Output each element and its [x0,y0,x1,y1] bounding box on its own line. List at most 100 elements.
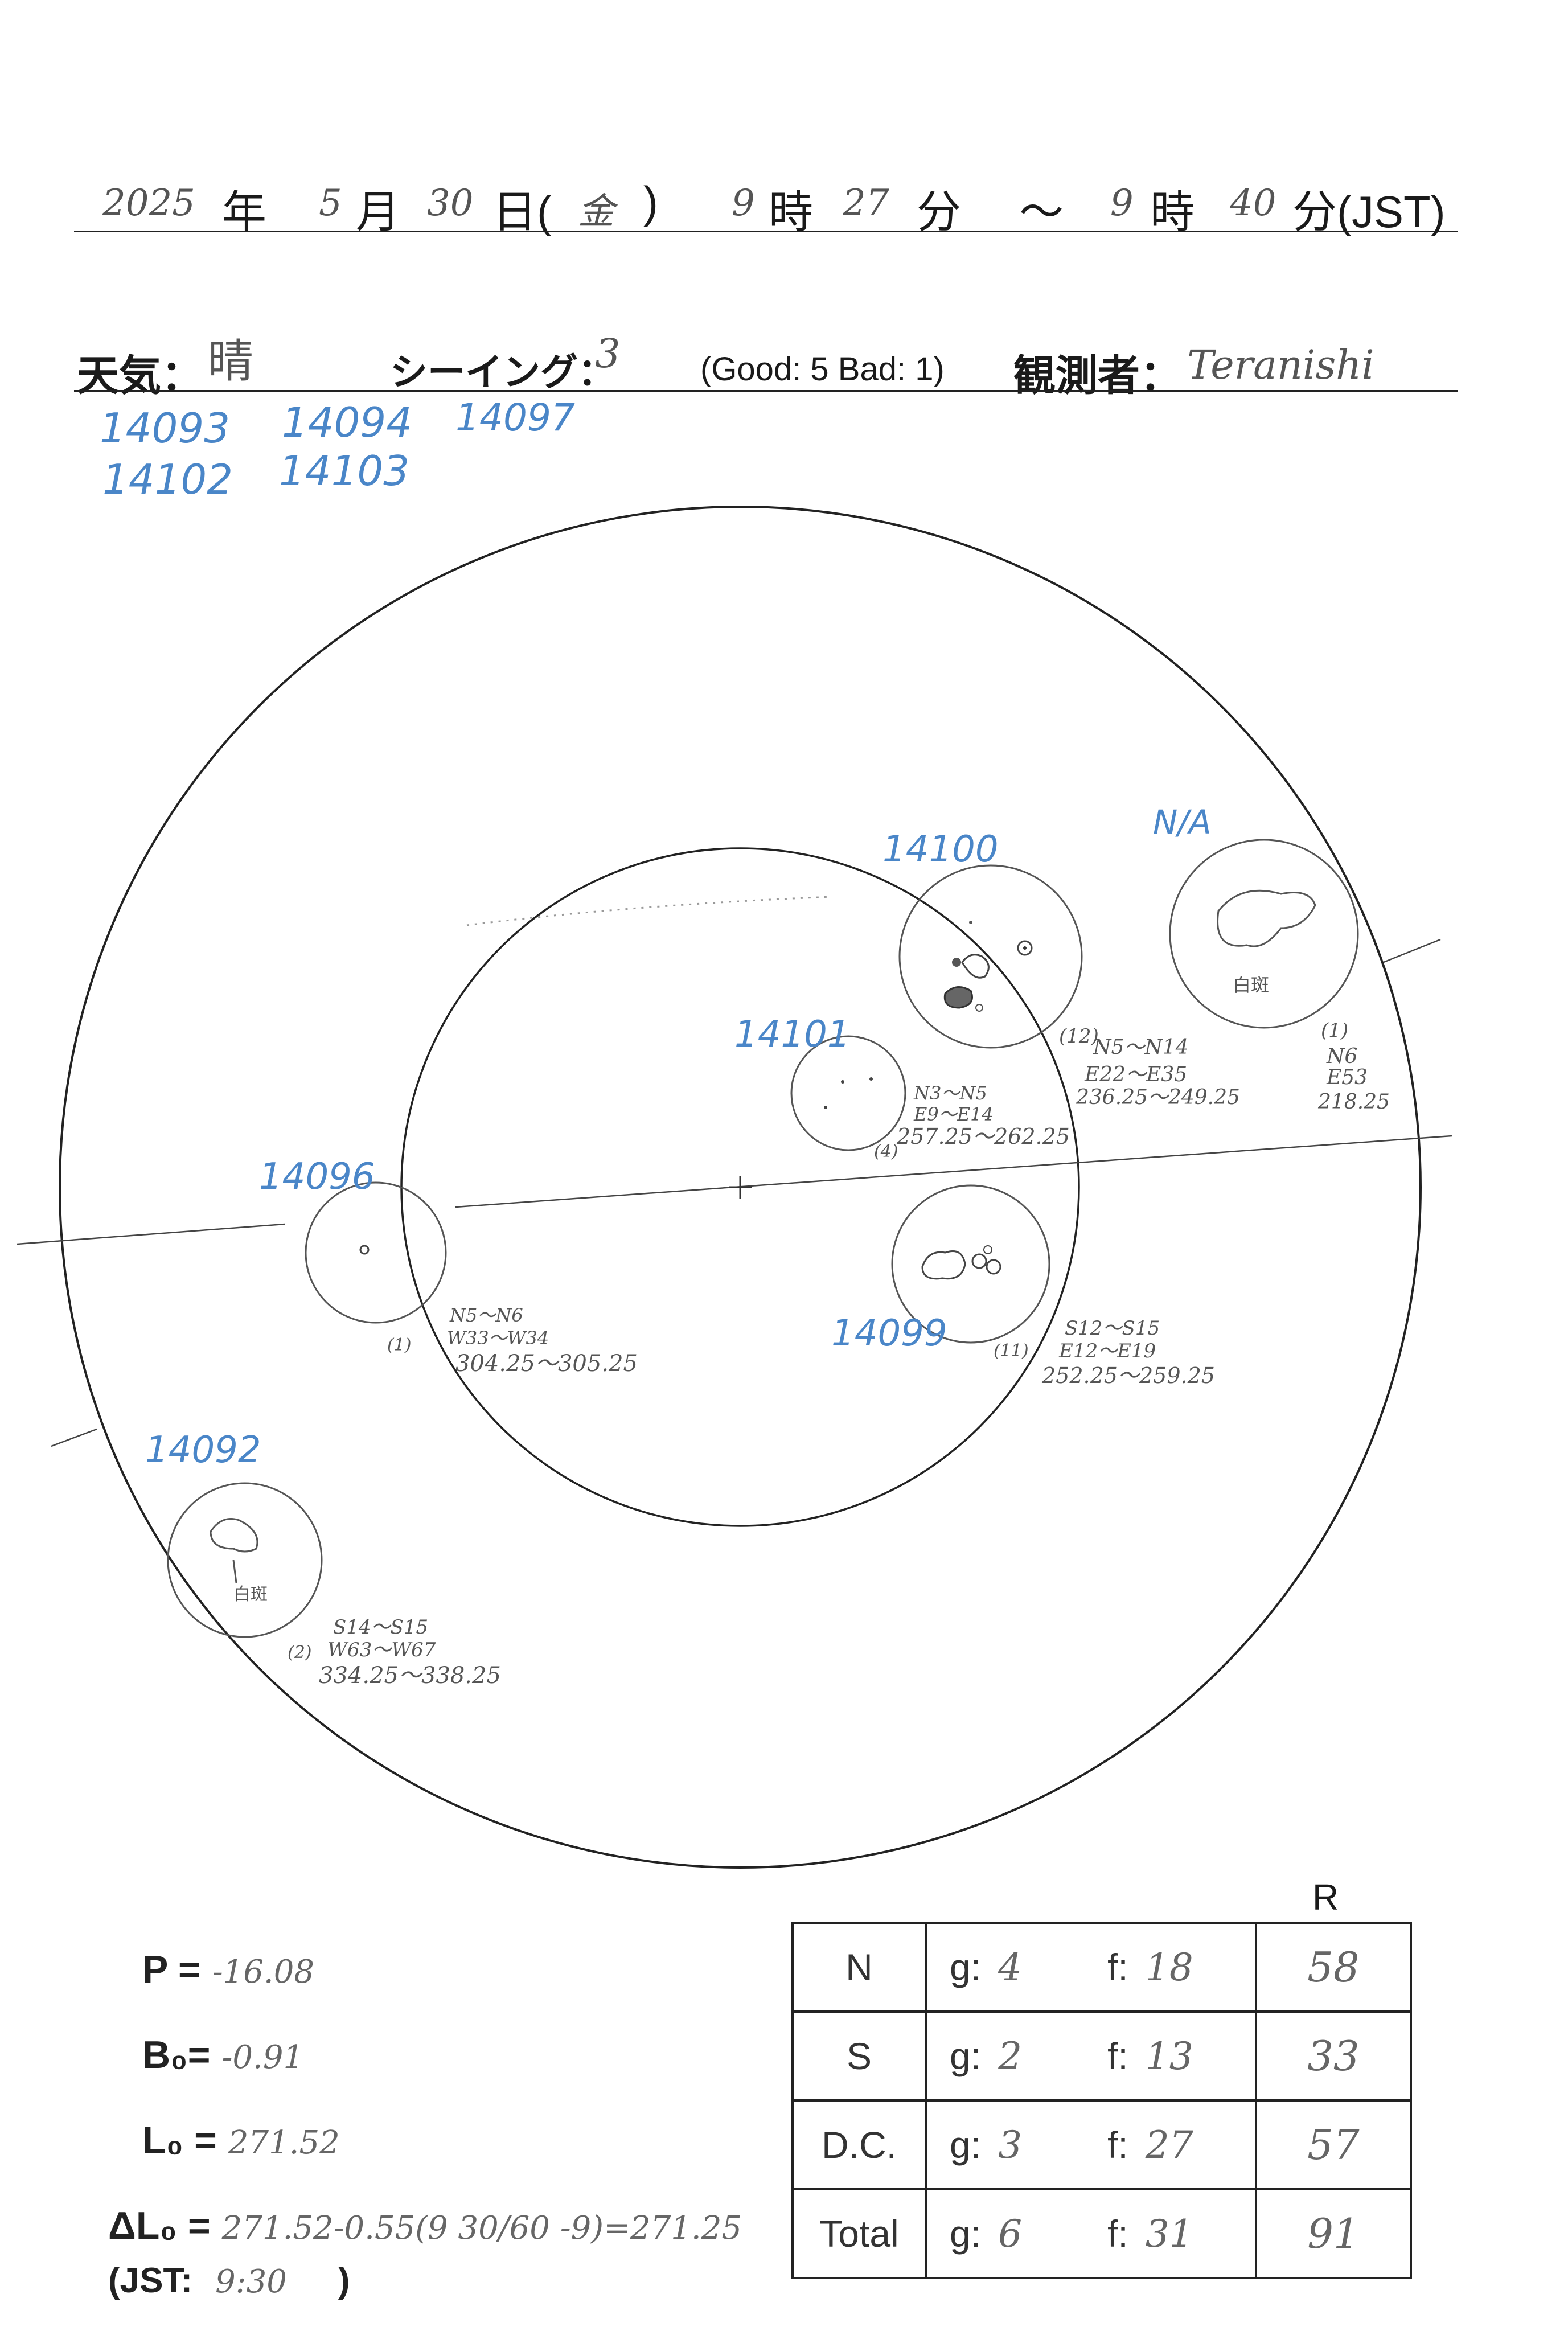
param-label: B₀= [142,2033,211,2076]
axis-tick-left [51,1428,97,1447]
f-label: f: [1107,2034,1128,2077]
region-na-circle [1169,839,1359,1029]
region-number: 14099 [831,1312,947,1355]
carrington-range: 257.25～262.25 [897,1124,1070,1149]
weekday-close: ) [643,177,658,227]
longitude-range: E9～E14 [914,1103,994,1125]
year-label: 年 [222,187,267,237]
spot-count: (1) [1321,1019,1349,1042]
longitude-range: E22～E35 [1085,1063,1188,1086]
faculae-tag: 白斑 [1233,974,1270,996]
weekday-value: 金 [578,191,614,233]
r-column-header: R [1312,1877,1339,1918]
region-list-item: 14103 [279,447,410,495]
latitude-range: S14～S15 [333,1616,429,1639]
f-label: f: [1107,1946,1128,1988]
row-label: D.C. [791,2099,927,2190]
solar-disk-outline [59,506,1422,1869]
longitude-range: W63～W67 [327,1639,436,1661]
latitude-range: N6 [1327,1045,1358,1068]
observer-value: Teranishi [1187,342,1374,388]
param-value: 271.52-0.55(9 30/60 -9)=271.25 [221,2210,742,2247]
spot-count: (4) [874,1142,898,1162]
region-list-item: 14094 [282,399,413,446]
r-value: 57 [1307,2121,1360,2169]
latitude-range: N5～N14 [1093,1036,1189,1059]
r-cell: 58 [1254,1922,1413,2013]
carrington-range: 304.25～305.25 [455,1351,638,1377]
param-delta-l0: ΔL₀ =271.52-0.55(9 30/60 -9)=271.25 [108,2203,742,2248]
f-label: f: [1107,2123,1128,2166]
end-hour-label: 時 [1150,187,1195,237]
f-value: 18 [1145,1945,1193,1989]
region-14099-circle [891,1184,1050,1344]
row-label: Total [791,2188,927,2279]
spot-count: (1) [387,1335,412,1355]
region-number: 14096 [259,1156,375,1198]
g-value: 3 [998,2123,1023,2167]
sunspot [952,958,961,967]
r-cell: 91 [1254,2188,1413,2279]
sunspot [975,1004,983,1012]
sunspot [971,1253,987,1269]
carrington-range: 252.25～259.25 [1042,1363,1215,1388]
sunspot [841,1080,844,1084]
faculae-pointer [232,1560,237,1583]
faint-dotted-trace [466,896,832,926]
latitude-range: N5～N6 [450,1304,523,1326]
day-value: 30 [427,182,474,224]
seeing-scale: (Good: 5 Bad: 1) [700,351,945,388]
param-jst: (JST:9:30) [108,2260,350,2301]
param-b0: B₀=-0.91 [142,2033,303,2077]
end-hour-value: 9 [1110,182,1134,224]
day-label: 日( [492,187,552,237]
param-value: -16.08 [212,1954,314,1991]
latitude-range: N3～N5 [914,1082,987,1104]
f-label: f: [1107,2212,1128,2255]
sunspot-group [961,954,990,979]
latitude-range: S12～S15 [1065,1317,1160,1340]
region-14101-circle [790,1035,906,1151]
faculae-tag: 白斑 [233,1585,268,1604]
carrington-range: 218.25 [1318,1090,1390,1114]
year-value: 2025 [102,182,195,224]
end-minute-label: 分(JST) [1292,187,1446,237]
spot-count: (11) [994,1341,1029,1361]
weather-value: 晴 [208,335,253,388]
equator-line [455,1135,1452,1208]
g-label: g: [950,2034,982,2077]
g-label: g: [950,2212,982,2255]
spot-count: (2) [288,1643,312,1663]
region-list-item: 14102 [102,455,233,503]
sunspot-group [921,1250,966,1280]
sunspot [986,1259,1001,1275]
region-number: 14100 [882,828,999,871]
g-value: 6 [998,2211,1023,2256]
sunspot [869,1077,873,1081]
param-label: (JST: [108,2261,193,2300]
f-value: 27 [1145,2123,1193,2167]
start-hour-value: 9 [732,182,755,224]
end-minute-value: 40 [1230,182,1276,224]
param-value: 9:30 [215,2263,287,2300]
region-14092-circle [167,1482,323,1638]
row-label: S [791,2010,927,2102]
r-cell: 57 [1254,2099,1413,2190]
g-value: 4 [998,1945,1023,1989]
start-minute-value: 27 [843,182,889,224]
faculae-outline [210,1518,258,1553]
r-cell: 33 [1254,2010,1413,2102]
r-value: 33 [1307,2032,1360,2080]
f-value: 31 [1145,2211,1193,2256]
carrington-range: 236.25～249.25 [1076,1086,1240,1109]
faculae-outline [1217,889,1316,947]
seeing-label: シーイング： [390,351,615,393]
sunspot [969,921,972,924]
carrington-range: 334.25～338.25 [319,1663,501,1689]
